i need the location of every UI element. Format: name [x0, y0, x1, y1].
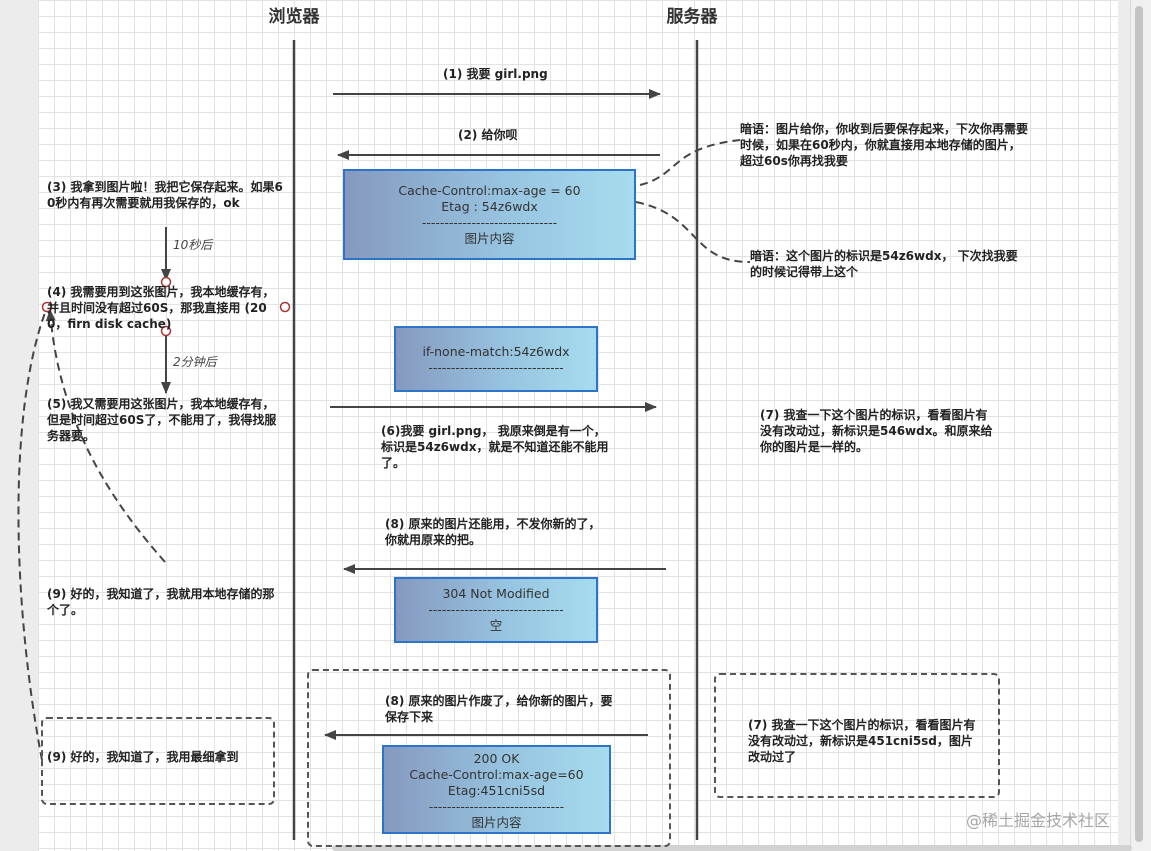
step-8b-text: (8) 原来的图片作废了，给你新的图片，要保存下来 [385, 694, 613, 724]
box4-separator: ------------------------------ [428, 799, 565, 814]
new-image-box: 200 OK Cache-Control:max-age=60 Etag:451… [382, 745, 611, 834]
box4-cache-control: Cache-Control:max-age=60 [409, 767, 584, 782]
delay-10s-label: 10秒后 [173, 238, 213, 252]
aside-2-text: 暗语：这个图片的标识是54z6wdx， 下次找我要的时候记得带上这个 [750, 249, 1018, 279]
box1-cache-control: Cache-Control:max-age = 60 [398, 183, 581, 198]
handle-bottom[interactable] [160, 325, 172, 337]
handle-top[interactable] [160, 276, 172, 288]
step-4-text: (4) 我需要用到这张图片，我本地缓存有，并且时间没有超过60S，那我直接用 (… [47, 285, 275, 331]
step-7b-group [714, 673, 1000, 798]
aside-1-text: 暗语：图片给你，你收到后要保存起来，下次你再需要时候，如果在60秒内，你就直接用… [740, 122, 1029, 168]
step-1-text: (1) 我要 girl.png [443, 67, 548, 81]
step-6-text: (6)我要 girl.png， 我原来倒是有一个，标识是54z6wdx，就是不知… [381, 424, 609, 470]
request-headers-box: if-none-match:54z6wdx ------------------… [394, 326, 598, 392]
scrollbar-thumb[interactable] [1135, 6, 1143, 842]
handle-right[interactable] [279, 301, 291, 313]
step-9b-group [41, 717, 275, 805]
box4-body: 图片内容 [471, 815, 522, 830]
step-2-text: (2) 给你呗 [458, 128, 518, 142]
box4-status: 200 OK [473, 751, 520, 766]
box2-if-none-match: if-none-match:54z6wdx [422, 344, 570, 359]
back-arrow-9a [45, 309, 166, 563]
step-7a-text: (7) 我查一下这个图片的标识，看看图片有没有改动过，新标识是546wdx。和原… [760, 408, 993, 454]
box3-separator: ------------------------------ [428, 602, 564, 617]
server-header: 服务器 [666, 7, 718, 27]
step-8a-text: (8) 原来的图片还能用，不发你新的了，你就用原来的把。 [385, 517, 601, 547]
not-modified-box: 304 Not Modified -----------------------… [394, 577, 598, 643]
diagram-canvas [38, 0, 1118, 851]
handle-left[interactable] [41, 301, 53, 313]
box1-etag: Etag : 54z6wdx [441, 199, 538, 214]
aside-connector-1 [639, 139, 741, 186]
box2-separator: ------------------------------ [428, 360, 564, 375]
box1-body: 图片内容 [464, 231, 515, 246]
response-headers-box: Cache-Control:max-age = 60 Etag : 54z6wd… [343, 169, 636, 260]
box3-body: 空 [489, 618, 503, 633]
step-3-text: (3) 我拿到图片啦！我把它保存起来。如果60秒内有再次需要就用我保存的，ok [47, 180, 283, 210]
delay-2min-label: 2分钟后 [173, 355, 217, 369]
browser-header: 浏览器 [268, 7, 320, 27]
step-5-text: (5) 我又需要用这张图片，我本地缓存有，但是时间超过60S了，不能用了，我得找… [47, 397, 277, 443]
box3-status: 304 Not Modified [442, 586, 550, 601]
box4-etag: Etag:451cni5sd [447, 783, 546, 798]
step-7b-text: (7) 我查一下这个图片的标识，看看图片有没有改动过，新标识是451cni5sd… [748, 718, 976, 764]
scenario-changed-group [307, 669, 671, 847]
aside-connector-2 [635, 201, 751, 263]
back-arrow-9b [17, 309, 47, 761]
step-9a-text: (9) 好的，我知道了，我就用本地存储的那个了。 [47, 587, 275, 617]
box1-separator: ------------------------------ [421, 215, 558, 230]
step-9b-text: (9) 好的，我知道了，我用最细拿到 [47, 750, 239, 764]
watermark: @稀土掘金技术社区 [966, 811, 1111, 830]
horizontal-scrollbar[interactable] [332, 845, 1132, 851]
